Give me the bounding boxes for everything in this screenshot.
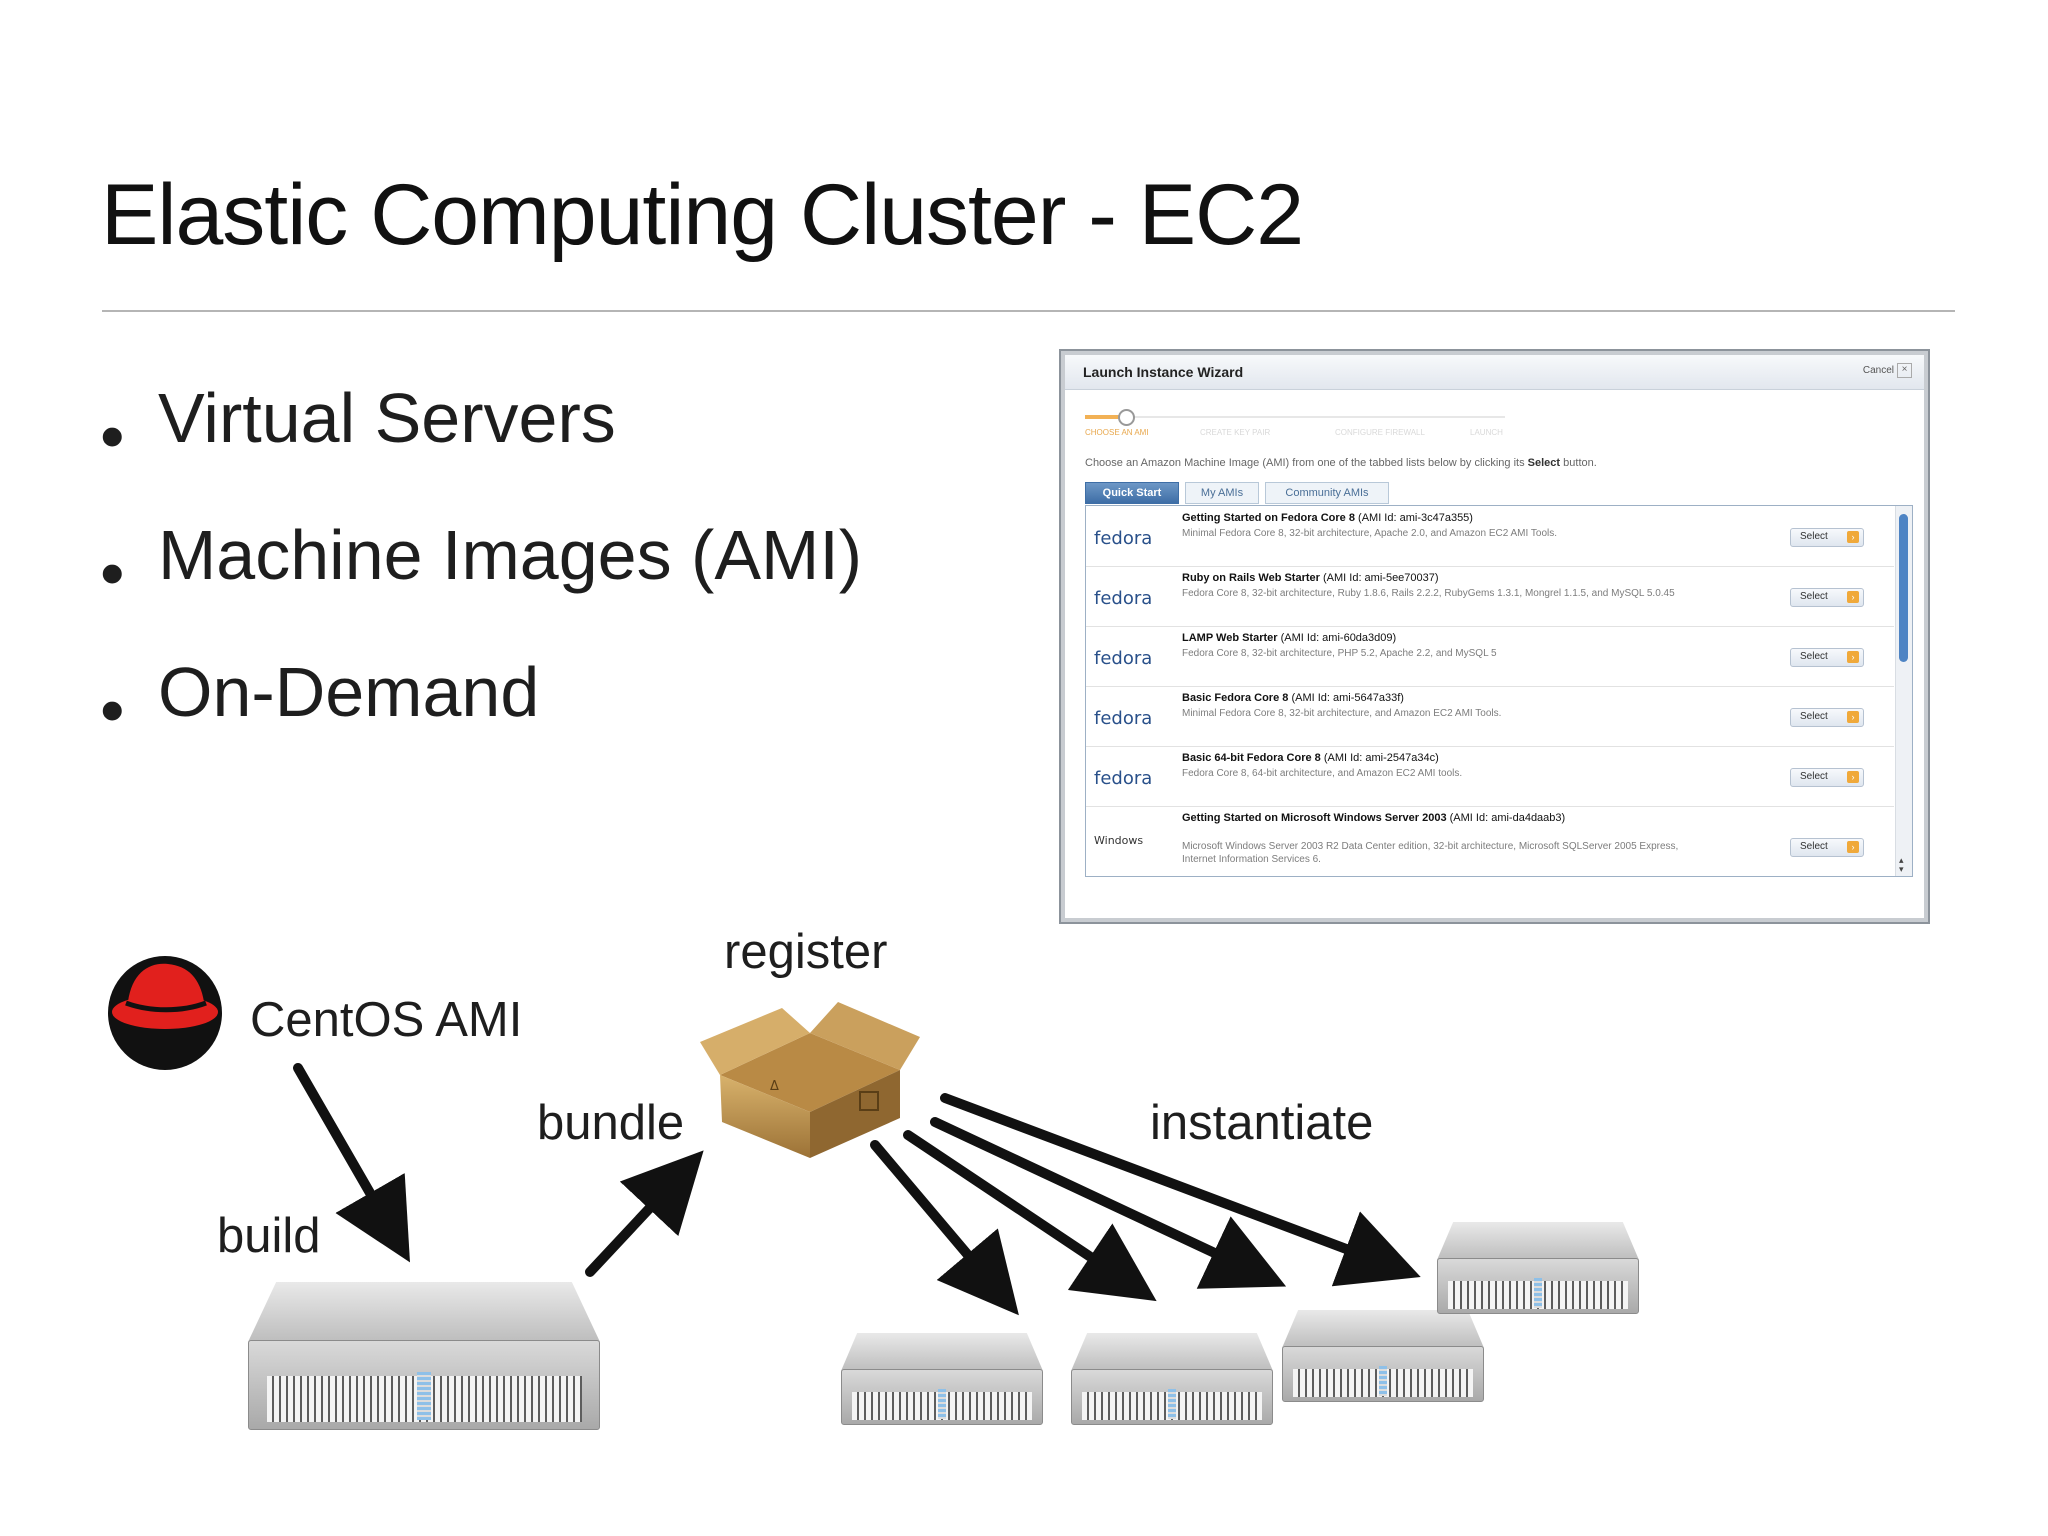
arrow-right-icon: ›: [1847, 651, 1859, 663]
scrollbar-thumb[interactable]: [1899, 514, 1908, 662]
tab-community-amis[interactable]: Community AMIs: [1265, 482, 1389, 504]
instantiate-arrow-4: [940, 1093, 1421, 1287]
fedora-logo-icon: fedora: [1094, 648, 1153, 669]
instantiate-label: instantiate: [1150, 1096, 1374, 1150]
list-item: fedora Basic 64-bit Fedora Core 8 (AMI I…: [1086, 746, 1894, 807]
list-scrollbar[interactable]: ▴▾: [1895, 506, 1912, 876]
instantiate-arrow-2: [903, 1130, 1157, 1302]
build-label: build: [217, 1209, 321, 1263]
arrow-right-icon: ›: [1847, 531, 1859, 543]
bundle-label: bundle: [537, 1096, 685, 1150]
arrow-right-icon: ›: [1847, 591, 1859, 603]
wizard-progress: CHOOSE AN AMI CREATE KEY PAIR CONFIGURE …: [1085, 407, 1515, 441]
select-button[interactable]: Select›: [1790, 528, 1864, 547]
scroll-arrows-icon[interactable]: ▴▾: [1899, 855, 1904, 874]
arrows: [293, 1063, 1421, 1316]
instantiate-arrow-1: [870, 1140, 1019, 1316]
list-item: fedora Getting Started on Fedora Core 8 …: [1086, 506, 1894, 567]
step-create-key-pair: CREATE KEY PAIR: [1200, 428, 1271, 437]
redhat-logo-icon: [108, 956, 222, 1070]
windows-logo-icon: Windows: [1094, 834, 1144, 847]
progress-knob-icon: [1118, 409, 1135, 426]
instance-server-icon: [1282, 1310, 1484, 1402]
bullet-dot-icon: •: [100, 534, 125, 612]
bundle-arrow: [585, 1150, 704, 1277]
instantiate-arrow-3: [930, 1117, 1287, 1289]
select-button[interactable]: Select›: [1790, 588, 1864, 607]
select-button[interactable]: Select›: [1790, 838, 1864, 857]
arrow-right-icon: ›: [1847, 841, 1859, 853]
fedora-logo-icon: fedora: [1094, 588, 1153, 609]
list-item: fedora LAMP Web Starter (AMI Id: ami-60d…: [1086, 626, 1894, 687]
instance-server-icon: [1071, 1333, 1273, 1425]
bullet-dot-icon: •: [100, 397, 125, 475]
wizard-instruction: Choose an Amazon Machine Image (AMI) fro…: [1085, 457, 1597, 469]
wizard-header: Launch Instance Wizard Cancel ×: [1065, 355, 1924, 390]
close-icon[interactable]: ×: [1897, 363, 1912, 378]
select-button[interactable]: Select›: [1790, 648, 1864, 667]
build-server-icon: [248, 1282, 600, 1430]
arrow-right-icon: ›: [1847, 711, 1859, 723]
bullet-dot-icon: •: [100, 671, 125, 749]
instance-server-icon: [841, 1333, 1043, 1425]
launch-instance-wizard-screenshot: Launch Instance Wizard Cancel × CHOOSE A…: [1059, 349, 1930, 924]
svg-text:Δ: Δ: [770, 1079, 779, 1094]
tab-quick-start[interactable]: Quick Start: [1085, 482, 1179, 504]
fedora-logo-icon: fedora: [1094, 528, 1153, 549]
fedora-logo-icon: fedora: [1094, 768, 1153, 789]
step-launch: LAUNCH: [1470, 428, 1503, 437]
centos-ami-label: CentOS AMI: [250, 993, 523, 1047]
wizard-title: Launch Instance Wizard: [1083, 364, 1244, 380]
title-divider: [102, 310, 1955, 312]
slide-title: Elastic Computing Cluster - EC2: [101, 167, 1304, 263]
ami-list: fedora Getting Started on Fedora Core 8 …: [1085, 505, 1913, 877]
fedora-logo-icon: fedora: [1094, 708, 1153, 729]
select-button[interactable]: Select›: [1790, 768, 1864, 787]
step-configure-firewall: CONFIGURE FIREWALL: [1335, 428, 1425, 437]
list-item: Windows Getting Started on Microsoft Win…: [1086, 806, 1894, 876]
select-button[interactable]: Select›: [1790, 708, 1864, 727]
wizard-cancel-link[interactable]: Cancel: [1862, 365, 1894, 376]
list-item: fedora Basic Fedora Core 8 (AMI Id: ami-…: [1086, 686, 1894, 747]
list-item: fedora Ruby on Rails Web Starter (AMI Id…: [1086, 566, 1894, 627]
tab-my-amis[interactable]: My AMIs: [1185, 482, 1259, 504]
step-choose-ami: CHOOSE AN AMI: [1085, 428, 1149, 437]
register-label: register: [724, 925, 888, 979]
instance-server-icon: [1437, 1222, 1639, 1314]
package-box-icon: Δ: [700, 1002, 920, 1158]
arrow-right-icon: ›: [1847, 771, 1859, 783]
build-arrow: [293, 1063, 410, 1263]
